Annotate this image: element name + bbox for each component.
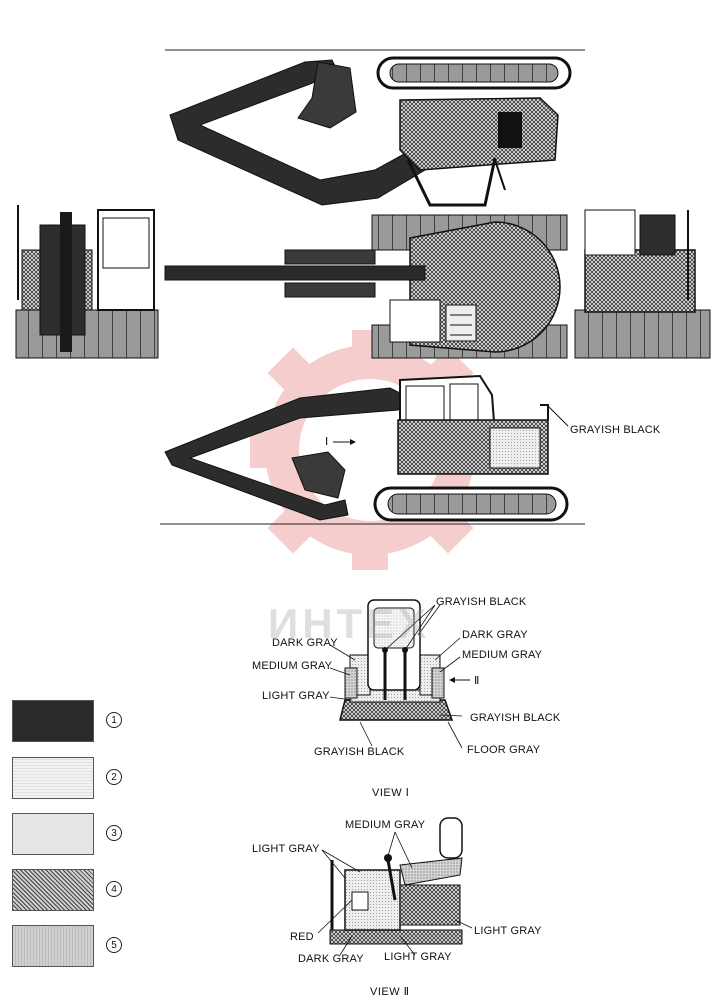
excavator-top-view bbox=[169, 56, 572, 207]
legend-swatch-5 bbox=[12, 925, 94, 967]
view-one-label-dark-right: DARK GRAY bbox=[462, 629, 528, 641]
excavator-side-view bbox=[164, 374, 569, 522]
view-two-label-light-bottom: LIGHT GRAY bbox=[384, 951, 452, 963]
view-one-label-medium-left: MEDIUM GRAY bbox=[252, 660, 333, 672]
view-one-label-view-two-marker: Ⅱ bbox=[474, 675, 480, 687]
legend-swatch-1 bbox=[12, 700, 94, 742]
excavator-plan-view bbox=[164, 214, 568, 359]
legend-swatch-2 bbox=[12, 757, 94, 799]
legend-number-1: 1 bbox=[106, 712, 122, 728]
legend-number-4: 4 bbox=[106, 881, 122, 897]
legend-swatch-4 bbox=[12, 869, 94, 911]
view-one-label-seat-top: GRAYISH BLACK bbox=[436, 596, 527, 608]
view-one-label-dark-left: DARK GRAY bbox=[272, 637, 338, 649]
view-one-label-grayish-bottom: GRAYISH BLACK bbox=[314, 746, 405, 758]
view-one-label-floor: FLOOR GRAY bbox=[467, 744, 541, 756]
view-one-label-light-left: LIGHT GRAY bbox=[262, 690, 330, 702]
excavator-front-view bbox=[15, 205, 159, 359]
view-two-label-medium: MEDIUM GRAY bbox=[345, 819, 426, 831]
view-one-label-medium-right: MEDIUM GRAY bbox=[462, 649, 543, 661]
view-one-arrow-marker: Ⅰ bbox=[325, 436, 329, 448]
excavator-rear-view bbox=[574, 209, 711, 359]
view-two-title: VIEW Ⅱ bbox=[370, 986, 410, 998]
watermark-text: ИНТЕХ bbox=[268, 600, 431, 647]
view-one-label-grayish-right: GRAYISH BLACK bbox=[470, 712, 561, 724]
view-two-label-red: RED bbox=[290, 931, 314, 943]
legend-number-2: 2 bbox=[106, 769, 122, 785]
view-two-label-dark: DARK GRAY bbox=[298, 953, 364, 965]
view-one-title: VIEW Ⅰ bbox=[372, 787, 410, 799]
legend-swatch-3 bbox=[12, 813, 94, 855]
legend-number-3: 3 bbox=[106, 825, 122, 841]
legend-number-5: 5 bbox=[106, 937, 122, 953]
view-two-label-light-top: LIGHT GRAY bbox=[252, 843, 320, 855]
label-counterweight-grayish-black: GRAYISH BLACK bbox=[570, 424, 661, 436]
view-two-label-light-right: LIGHT GRAY bbox=[474, 925, 542, 937]
view-two-side-assembly bbox=[317, 817, 473, 956]
view-one-seat-assembly bbox=[329, 599, 470, 749]
